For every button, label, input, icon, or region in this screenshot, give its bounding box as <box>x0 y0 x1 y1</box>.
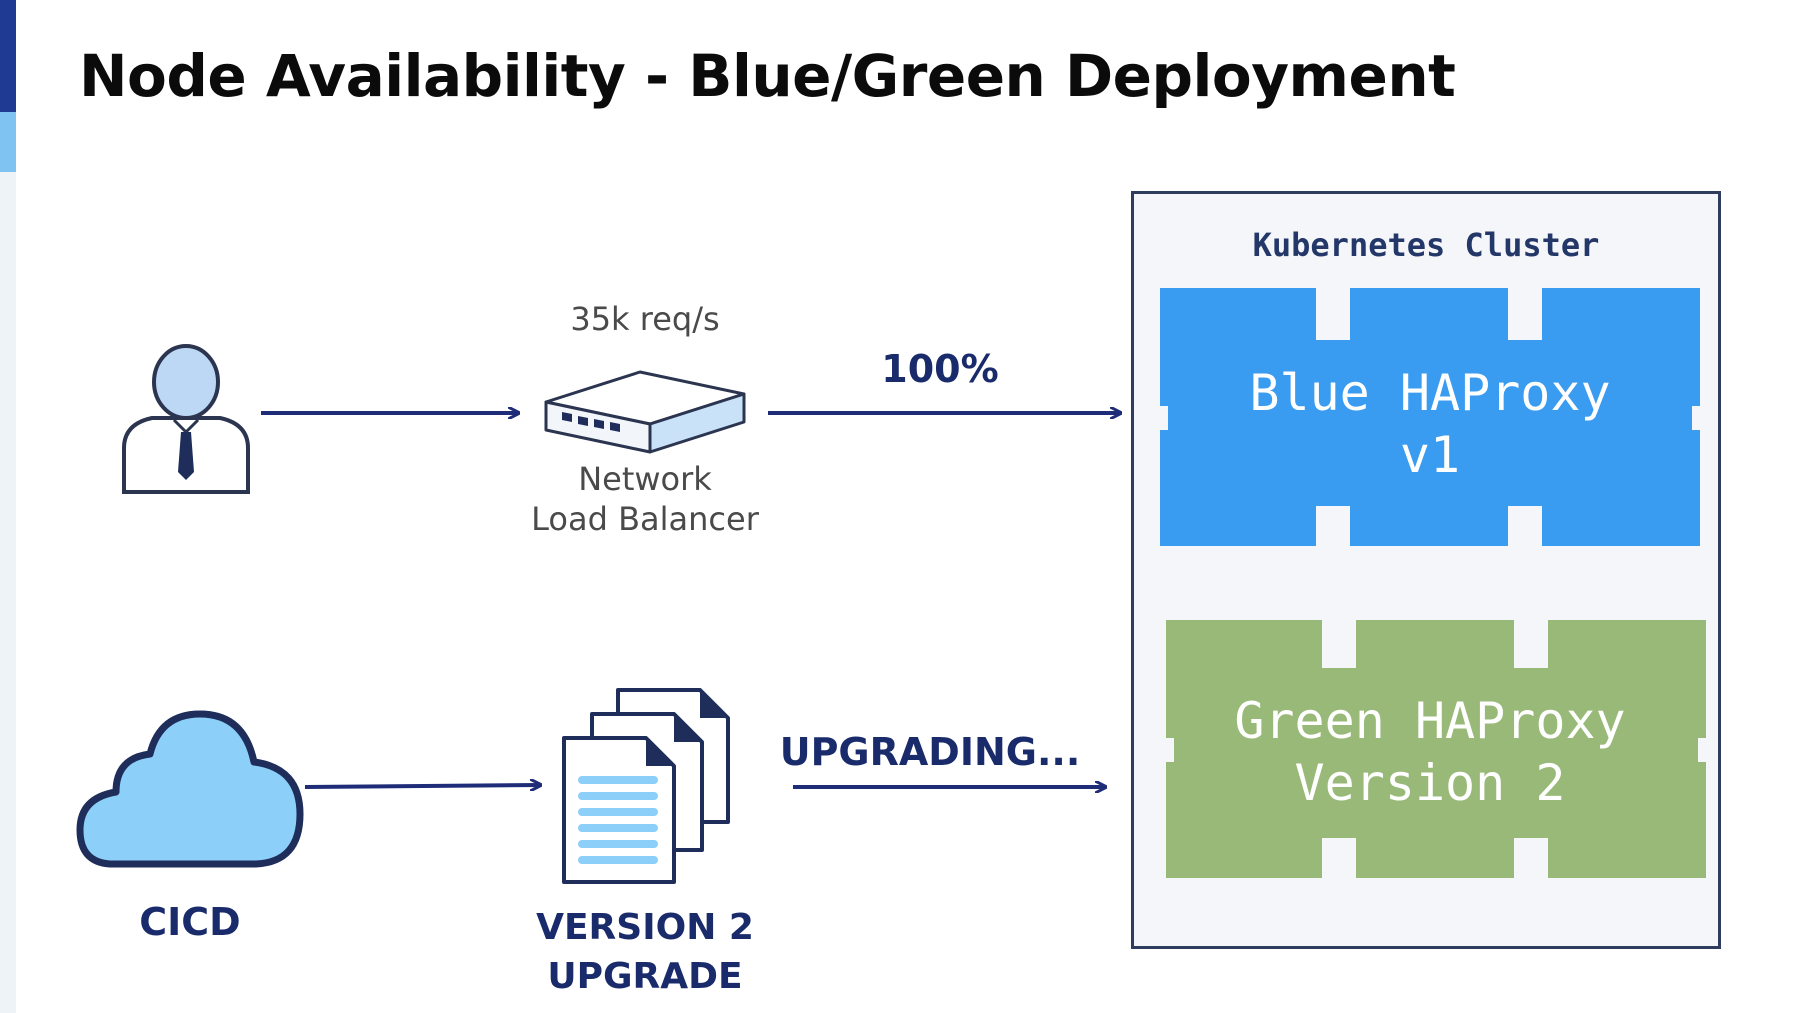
user-tie-icon <box>122 344 250 494</box>
upgrade-label-line2: UPGRADE <box>547 956 743 997</box>
blue-haproxy-block <box>1160 288 1700 546</box>
network-load-balancer-icon <box>544 370 746 454</box>
upgrading-status-label: UPGRADING... <box>779 730 1081 774</box>
documents-icon <box>562 688 730 884</box>
accent-strip <box>0 172 16 1013</box>
cloud-icon <box>76 710 304 868</box>
request-rate-label: 35k req/s <box>570 300 720 338</box>
arrow-cicd-to-upgrade <box>304 785 540 787</box>
cicd-label: CICD <box>139 900 241 944</box>
page-title: Node Availability - Blue/Green Deploymen… <box>79 42 1456 110</box>
accent-bar-dark <box>0 0 16 112</box>
load-balancer-label-line2: Load Balancer <box>531 500 759 538</box>
accent-bar-light <box>0 112 16 172</box>
blue-haproxy-label-line1: Blue HAProxy <box>1249 364 1611 422</box>
load-balancer-label-line1: Network <box>578 460 712 498</box>
cluster-title: Kubernetes Cluster <box>1252 226 1600 264</box>
document-front <box>562 736 676 884</box>
green-haproxy-label-line2: Version 2 <box>1294 754 1566 812</box>
blue-haproxy-label-line2: v1 <box>1399 426 1461 484</box>
green-haproxy-label-line1: Green HAProxy <box>1234 692 1626 750</box>
upgrade-label-line1: VERSION 2 <box>536 907 754 948</box>
traffic-percent-label: 100% <box>881 347 999 391</box>
green-haproxy-block <box>1166 620 1706 878</box>
